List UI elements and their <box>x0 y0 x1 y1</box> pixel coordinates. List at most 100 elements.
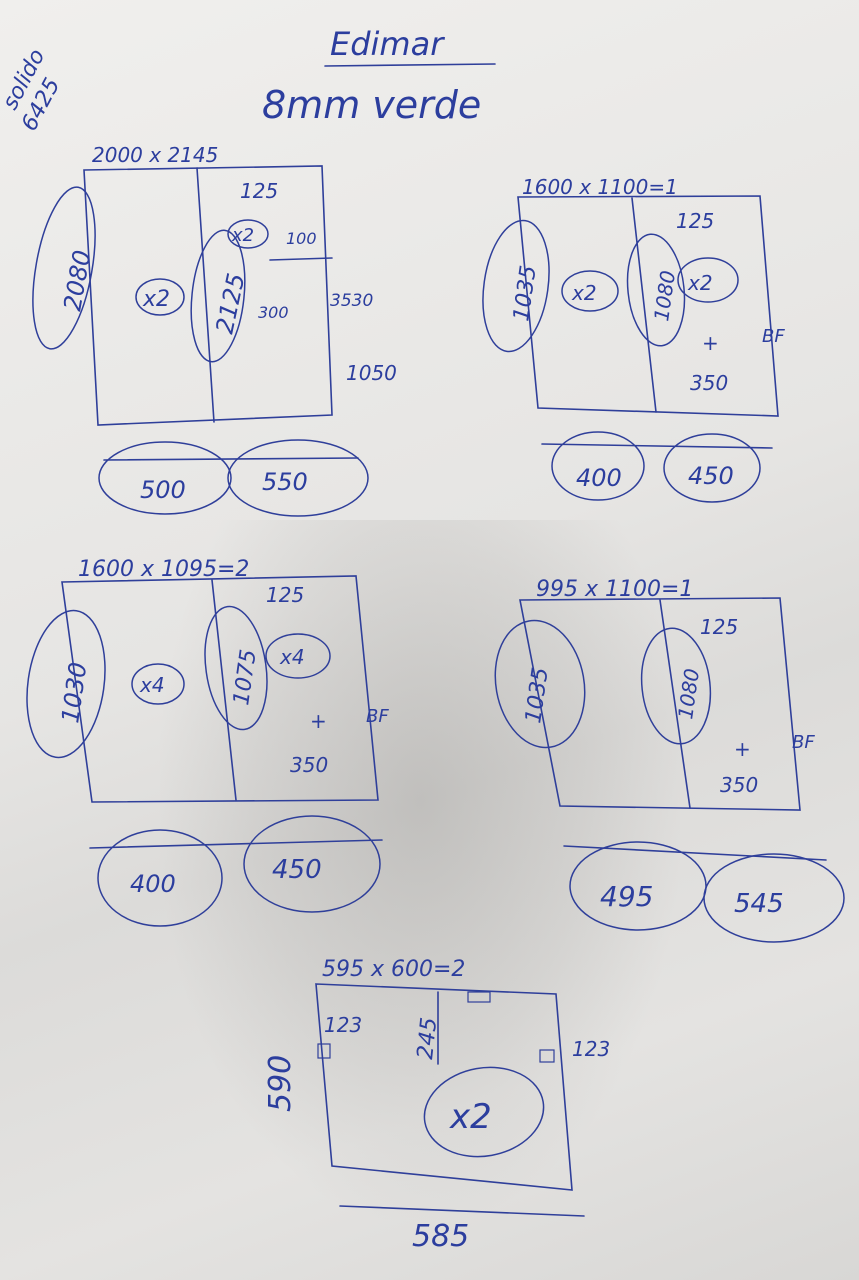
panel-4-title: 995 x 1100=1 <box>536 577 693 602</box>
panel-3-height-right: 1075 <box>229 648 262 707</box>
panel-5-hinge-top-icon <box>467 991 491 1003</box>
panel-2-hinge-cross: + <box>702 331 719 355</box>
panel-5-hinge-right-icon <box>539 1049 555 1063</box>
panel-5-inner-height: 245 <box>413 1016 442 1060</box>
panel-1-width-right-oval <box>227 439 369 517</box>
header: Edimar 8mm verde solido 6425 <box>0 25 496 135</box>
panel-1-note-300: 300 <box>258 303 289 322</box>
panel-2-height-left: 1035 <box>509 264 542 323</box>
panel-1-hinge-line <box>269 257 333 261</box>
panel-3-qty-left: x4 <box>139 673 165 697</box>
panel-2-qty-right-oval <box>677 257 739 303</box>
panel-4-frame <box>519 597 801 811</box>
panel-4-width-right: 545 <box>734 889 784 919</box>
panel-2-width-right: 450 <box>688 462 734 490</box>
panel-1-divider <box>196 167 215 423</box>
panel-1-frame <box>83 165 333 426</box>
panel-5-width-line <box>339 1205 585 1217</box>
panel-1-width-left: 500 <box>140 476 186 504</box>
panel-2-qty-left-oval <box>561 270 619 312</box>
panel-5-width: 585 <box>412 1219 469 1254</box>
panel-1-note-100: 100 <box>286 229 317 248</box>
panel-4-height-left: 1035 <box>521 666 554 725</box>
panel-2-hinge: BF <box>762 326 785 347</box>
panel-4-width-right-oval <box>703 853 845 943</box>
panel-2-top-gap: 125 <box>676 209 714 233</box>
panel-5-height: 590 <box>263 1055 298 1112</box>
panel-4-height-right-oval <box>640 627 712 745</box>
panel-2-width-left: 400 <box>576 464 622 492</box>
panel-5: 595 x 600=2 590 123 123 245 x2 585 <box>263 957 610 1254</box>
panel-4-height-left-oval <box>494 619 586 749</box>
panel-2-height-left-oval <box>482 219 550 353</box>
panel-3-width-right-oval <box>243 815 381 913</box>
panel-3-title: 1600 x 1095=2 <box>78 557 249 582</box>
panel-4-hinge: BF <box>792 732 815 753</box>
panel-3-height-right-oval <box>204 605 268 731</box>
panel-2-height-right: 1080 <box>649 269 680 323</box>
client-underline <box>324 63 496 67</box>
panel-1-qty-left: x2 <box>142 287 170 312</box>
panel-4-width-left: 495 <box>600 880 653 913</box>
panel-2-height-right-oval <box>626 233 686 347</box>
panel-2-qty-left: x2 <box>571 281 597 305</box>
panel-2-hinge-pos: 350 <box>690 371 728 395</box>
panel-5-qty-oval <box>423 1066 545 1158</box>
panel-1-top-gap: 125 <box>240 179 278 203</box>
panel-2-width-left-oval <box>551 431 645 501</box>
panel-3-height-left: 1030 <box>56 660 92 724</box>
panel-1: 2000 x 2145 2080 2125 x2 x2 125 100 300 … <box>32 143 397 517</box>
panel-3-height-left-oval <box>26 609 106 759</box>
panel-4: 995 x 1100=1 1035 1080 125 + BF 350 495 … <box>494 577 845 943</box>
panel-2-divider <box>631 197 657 413</box>
glass-spec: 8mm verde <box>262 83 481 127</box>
panel-1-height-right-oval <box>190 229 246 363</box>
panel-3-hinge: BF <box>366 706 389 727</box>
panel-2-qty-right: x2 <box>687 271 713 295</box>
panel-3-frame <box>61 575 379 803</box>
panel-4-hinge-pos: 350 <box>720 773 758 797</box>
panel-3-qty-left-oval <box>131 663 185 705</box>
panel-1-width-line <box>103 457 359 461</box>
client-name: Edimar <box>330 25 445 63</box>
panel-1-width-right: 550 <box>262 468 308 496</box>
panel-5-title: 595 x 600=2 <box>322 957 465 982</box>
panel-3-top-gap: 125 <box>266 583 304 607</box>
panel-3-hinge-pos: 350 <box>290 753 328 777</box>
panel-5-side-right: 123 <box>572 1037 610 1061</box>
panel-1-title: 2000 x 2145 <box>92 143 218 167</box>
panel-2-width-right-oval <box>663 433 761 503</box>
panel-1-qty-right: x2 <box>231 225 254 246</box>
panel-4-height-right: 1080 <box>673 667 704 721</box>
panel-5-hinge-left-icon <box>317 1043 331 1059</box>
panel-3-hinge-cross: + <box>310 709 327 733</box>
panel-1-note-1050: 1050 <box>346 361 397 385</box>
panel-3-width-left-oval <box>97 829 223 927</box>
panel-3-width-left: 400 <box>130 870 176 898</box>
panel-2-title: 1600 x 1100=1 <box>522 175 678 199</box>
panel-1-height-left-oval <box>32 186 96 350</box>
panel-3-width-right: 450 <box>272 855 322 885</box>
panel-1-width-left-oval <box>98 441 232 515</box>
panel-4-width-line <box>563 845 827 861</box>
panel-3-divider <box>211 579 237 801</box>
panel-2-width-line <box>541 443 773 449</box>
panel-2-frame <box>517 195 779 417</box>
panel-4-hinge-cross: + <box>734 737 751 761</box>
panel-5-qty: x2 <box>449 1097 492 1137</box>
panel-2: 1600 x 1100=1 1035 1080 x2 x2 125 + BF 3… <box>482 175 785 503</box>
panel-1-qty-right-oval <box>227 219 269 249</box>
panel-3: 1600 x 1095=2 1030 1075 x4 x4 125 + BF 3… <box>26 557 389 927</box>
panel-3-qty-right-oval <box>265 633 331 679</box>
panel-3-width-line <box>89 839 383 849</box>
panel-4-top-gap: 125 <box>700 615 738 639</box>
panel-1-note-3530: 3530 <box>330 291 373 311</box>
panel-5-side-left: 123 <box>324 1013 362 1037</box>
panel-1-qty-left-oval <box>135 278 185 316</box>
panel-3-qty-right: x4 <box>279 645 305 669</box>
panel-4-divider <box>659 599 691 809</box>
panel-1-height-right: 2125 <box>210 271 250 337</box>
panel-5-frame <box>315 983 573 1191</box>
